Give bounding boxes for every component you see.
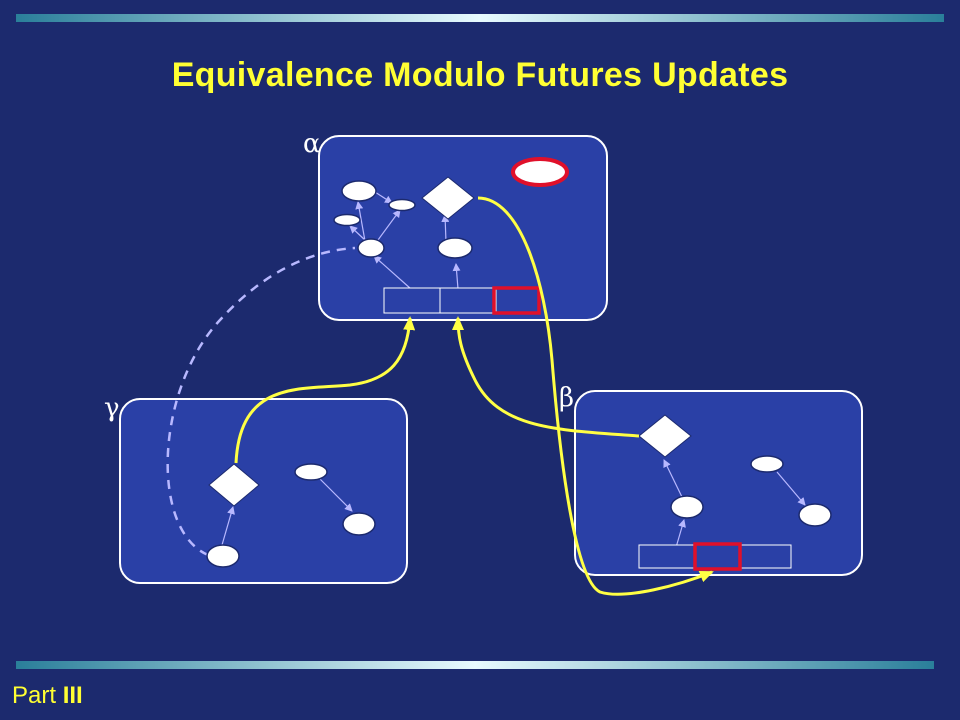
future-f1-diamond bbox=[421, 176, 475, 220]
future-f3-diamond bbox=[208, 463, 260, 507]
activity-gamma-box bbox=[119, 398, 408, 584]
object-node bbox=[341, 180, 377, 202]
object-node bbox=[388, 198, 416, 212]
footer-part-label: Part III bbox=[12, 682, 83, 710]
pointer-arrow bbox=[355, 201, 366, 242]
pointer-arrow bbox=[373, 255, 412, 290]
request-queue-cell bbox=[638, 544, 696, 569]
object-node bbox=[670, 495, 704, 519]
future-f1-label: f1 bbox=[438, 190, 453, 209]
object-node bbox=[294, 463, 328, 481]
future-f2-diamond bbox=[638, 414, 692, 458]
bottom-rule bbox=[16, 661, 934, 669]
top-rule bbox=[16, 14, 944, 22]
pointer-arrow bbox=[221, 506, 235, 546]
future-reference-f2 bbox=[452, 316, 640, 438]
future-reference-f1 bbox=[477, 196, 714, 596]
object-node bbox=[437, 237, 473, 259]
footer-part-number: III bbox=[62, 682, 83, 709]
object-node bbox=[333, 213, 361, 227]
future-f3-label: f3 bbox=[223, 478, 236, 495]
object-node bbox=[357, 238, 385, 258]
future-f2-label: f2 bbox=[656, 430, 669, 447]
updated-request-cell bbox=[492, 286, 541, 315]
pointer-arrow bbox=[452, 263, 461, 290]
slide-title: Equivalence Modulo Futures Updates bbox=[171, 56, 789, 94]
updated-request-cell bbox=[693, 542, 742, 571]
activity-gamma-label: γ bbox=[104, 393, 120, 423]
pointer-arrow bbox=[319, 478, 353, 512]
pointer-arrow bbox=[441, 214, 450, 243]
pointer-arrow bbox=[349, 225, 367, 242]
object-node bbox=[750, 455, 784, 473]
pointer-arrow bbox=[776, 471, 806, 506]
activity-beta-label: β bbox=[559, 383, 574, 413]
object-node bbox=[342, 512, 376, 536]
updated-object-node bbox=[511, 157, 569, 187]
activity-alpha-label: α bbox=[303, 129, 321, 159]
request-queue-cell bbox=[739, 544, 792, 569]
request-queue-cell bbox=[439, 287, 497, 314]
activity-beta-box bbox=[574, 390, 863, 576]
pointer-arrow bbox=[377, 209, 401, 241]
future-reference-f3 bbox=[234, 316, 416, 464]
pointer-arrow bbox=[663, 459, 683, 498]
pointer-arrow bbox=[374, 191, 393, 204]
request-queue-cell bbox=[383, 287, 441, 314]
object-node bbox=[206, 544, 240, 568]
object-node bbox=[798, 503, 832, 527]
dashed-reference bbox=[166, 246, 356, 557]
footer-part-prefix: Part bbox=[12, 682, 57, 709]
